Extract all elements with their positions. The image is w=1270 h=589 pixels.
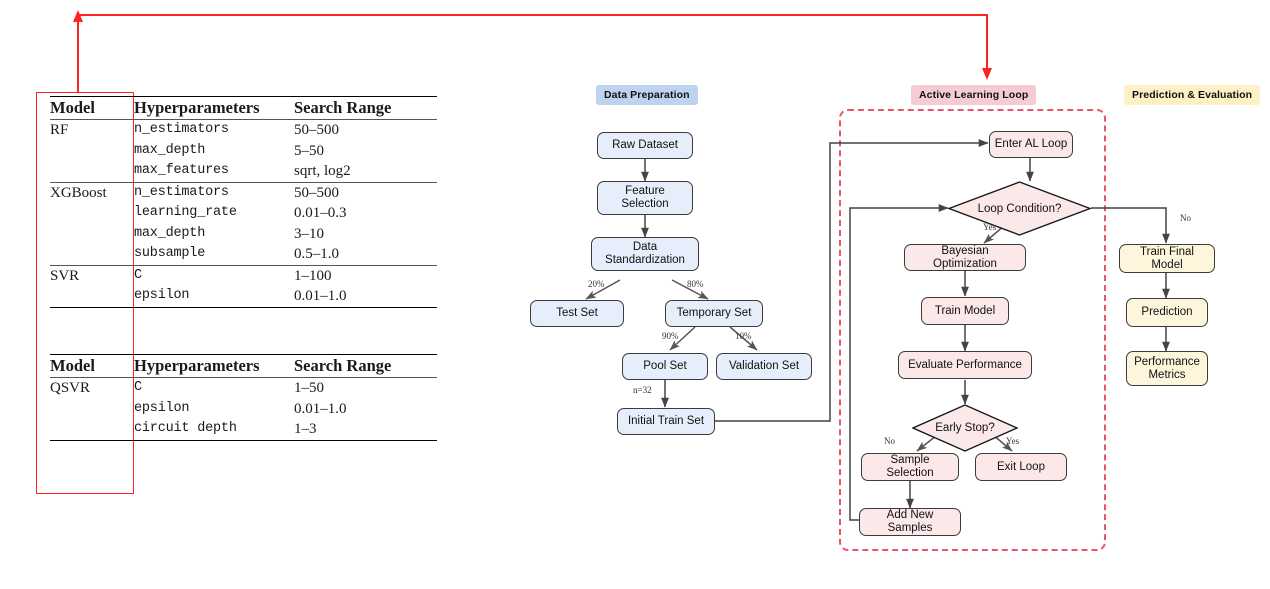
- table-bottom-rule: [50, 306, 437, 308]
- node-pool-set[interactable]: Pool Set: [622, 353, 708, 380]
- section-label-active-learning-loop: Active Learning Loop: [911, 85, 1037, 105]
- red-connector-vertical-left: [77, 14, 79, 92]
- cell-hyperparameter: n_estimators: [134, 119, 294, 141]
- table-row: subsample 0.5–1.0: [50, 244, 437, 265]
- node-loop-condition[interactable]: Loop Condition?: [948, 181, 1091, 236]
- node-bayesian-optimization[interactable]: Bayesian Optimization: [904, 244, 1026, 271]
- cell-search-range: 0.01–0.3: [294, 205, 347, 221]
- table-row: max_features sqrt, log2: [50, 161, 437, 182]
- node-raw-dataset[interactable]: Raw Dataset: [597, 132, 693, 159]
- node-train-model[interactable]: Train Model: [921, 297, 1009, 325]
- node-early-stop[interactable]: Early Stop?: [912, 404, 1018, 452]
- edge-label-early-no: No: [884, 436, 895, 446]
- cell-search-range: 1–100: [294, 264, 437, 286]
- node-sample-selection[interactable]: Sample Selection: [861, 453, 959, 481]
- early-stop-diamond-shape: [912, 404, 1018, 452]
- section-label-data-preparation: Data Preparation: [596, 85, 698, 105]
- active-learning-loop-region: [839, 109, 1106, 551]
- edge-label-split-20: 20%: [588, 279, 605, 289]
- edge-label-early-yes: Yes: [1006, 436, 1020, 446]
- cell-model: XGBoost: [50, 181, 134, 203]
- cell-hyperparameter: n_estimators: [134, 181, 294, 203]
- column-header: Model: [50, 96, 134, 120]
- edge-label-split-80: 80%: [687, 279, 704, 289]
- table-row: epsilon 0.01–1.0: [50, 286, 437, 307]
- cell-hyperparameter: max_depth: [134, 225, 206, 241]
- cell-hyperparameter: max_depth: [134, 142, 206, 158]
- cell-search-range: 5–50: [294, 142, 324, 159]
- node-initial-train-set[interactable]: Initial Train Set: [617, 408, 715, 435]
- cell-hyperparameter: circuit depth: [134, 421, 237, 436]
- edge-label-split-90: 90%: [662, 331, 679, 341]
- cell-hyperparameter: max_features: [134, 163, 229, 178]
- node-exit-loop[interactable]: Exit Loop: [975, 453, 1067, 481]
- table-row: epsilon 0.01–1.0: [50, 399, 437, 420]
- node-temporary-set[interactable]: Temporary Set: [665, 300, 763, 327]
- cell-hyperparameter: epsilon: [134, 288, 190, 303]
- edge-label-loop-no: No: [1180, 213, 1191, 223]
- column-header: Hyperparameters: [134, 354, 294, 378]
- cell-search-range: 1–3: [294, 421, 317, 437]
- node-validation-set[interactable]: Validation Set: [716, 353, 812, 380]
- node-enter-al-loop[interactable]: Enter AL Loop: [989, 131, 1073, 158]
- column-header: Hyperparameters: [134, 96, 294, 120]
- column-header: Search Range: [294, 354, 437, 378]
- cell-search-range: 0.01–1.0: [294, 400, 347, 417]
- node-test-set[interactable]: Test Set: [530, 300, 624, 327]
- cell-model: QSVR: [50, 377, 134, 399]
- loop-condition-diamond-shape: [948, 181, 1091, 236]
- node-add-new-samples[interactable]: Add New Samples: [859, 508, 961, 536]
- cell-hyperparameter: C: [134, 377, 294, 399]
- cell-hyperparameter: subsample: [134, 246, 206, 261]
- cell-search-range: 1–50: [294, 377, 437, 399]
- cell-hyperparameter: C: [134, 264, 294, 286]
- table-row: max_depth 5–50: [50, 141, 437, 162]
- node-early-stop-label: Early Stop?: [935, 422, 995, 434]
- cell-search-range: 50–500: [294, 119, 437, 141]
- node-prediction[interactable]: Prediction: [1126, 298, 1208, 327]
- edge-label-split-10: 10%: [735, 331, 752, 341]
- table-row: max_depth 3–10: [50, 224, 437, 245]
- node-train-final-model[interactable]: Train Final Model: [1119, 244, 1215, 273]
- table-row: learning_rate 0.01–0.3: [50, 203, 437, 224]
- column-header: Model: [50, 354, 134, 378]
- node-evaluate-performance[interactable]: Evaluate Performance: [898, 351, 1032, 379]
- red-connector-horizontal-top: [77, 14, 988, 16]
- section-label-prediction-evaluation: Prediction & Evaluation: [1124, 85, 1261, 105]
- column-header: Search Range: [294, 96, 437, 120]
- node-loop-condition-label: Loop Condition?: [977, 202, 1062, 215]
- cell-model: RF: [50, 119, 134, 141]
- cell-search-range: 0.5–1.0: [294, 246, 339, 262]
- cell-search-range: 0.01–1.0: [294, 288, 347, 304]
- edge-label-initial-n: n=32: [633, 385, 652, 395]
- red-connector-vertical-right: [986, 14, 988, 76]
- cell-search-range: 3–10: [294, 225, 324, 242]
- cell-search-range: 50–500: [294, 181, 437, 203]
- cell-model: SVR: [50, 264, 134, 286]
- edge-label-loop-yes: Yes: [983, 222, 997, 232]
- table-row: circuit depth 1–3: [50, 419, 437, 440]
- table-bottom-rule: [50, 439, 437, 441]
- model-column-highlight-box: [36, 92, 134, 494]
- cell-hyperparameter: learning_rate: [134, 205, 237, 220]
- cell-search-range: sqrt, log2: [294, 163, 351, 179]
- cell-hyperparameter: epsilon: [134, 400, 190, 416]
